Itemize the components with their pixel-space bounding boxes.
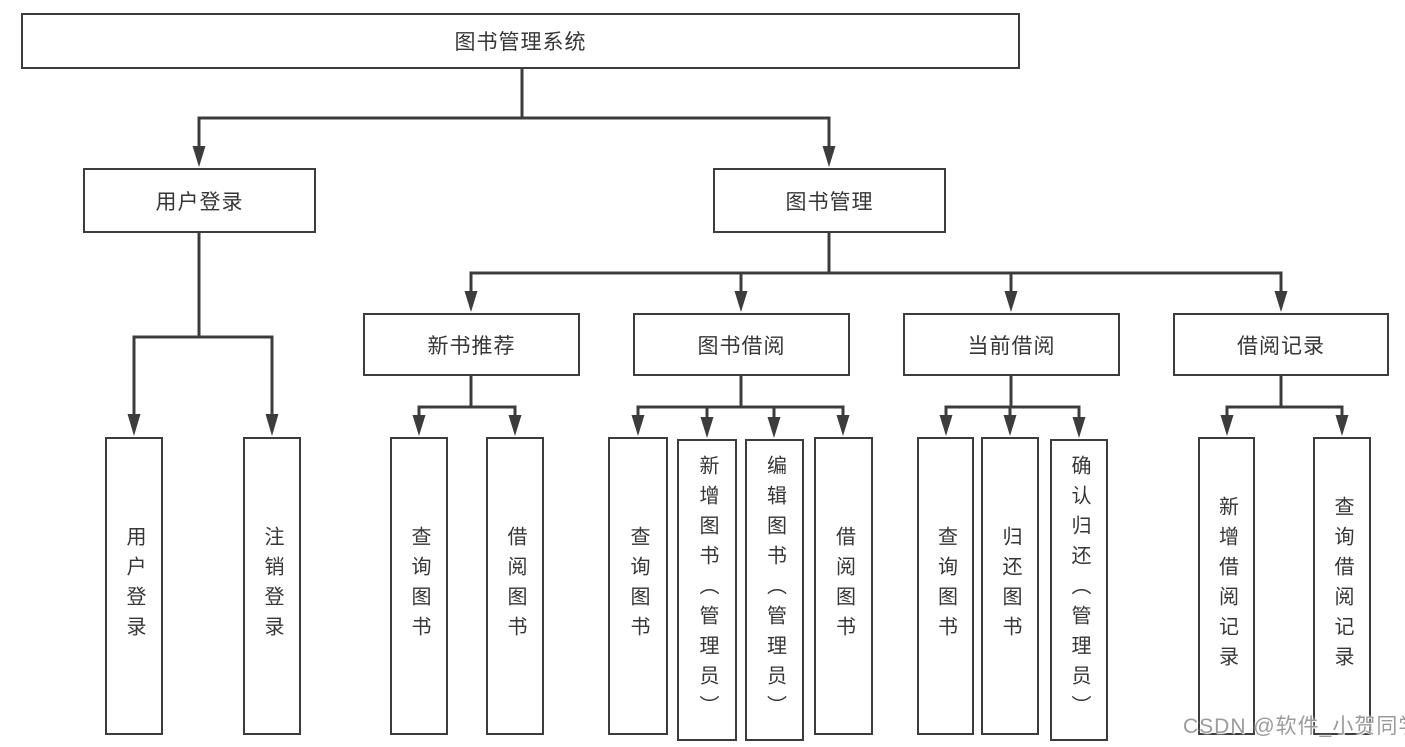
connector-current-borrow-children (939, 376, 1086, 438)
leaf-borrow-book: 借阅图书 (814, 437, 873, 735)
leaf-add-borrow-record: 新增借阅记录 (1198, 437, 1255, 735)
leaf-edit-book-admin: 编辑图书（管理员） (745, 439, 804, 741)
connector-root-to-level2 (192, 67, 836, 167)
node-root-system: 图书管理系统 (21, 13, 1020, 69)
node-book-borrow: 图书借阅 (633, 313, 850, 376)
connector-borrow-records-children (1220, 376, 1349, 436)
leaf-logout: 注销登录 (243, 437, 301, 735)
connector-book-mgmt-sections (464, 233, 1288, 312)
connector-user-login-children (127, 233, 279, 436)
connector-book-borrow-children (631, 376, 850, 438)
csdn-watermark: CSDN @软件_小贺同学 (1183, 715, 1405, 738)
leaf-user-login: 用户登录 (105, 437, 163, 735)
connector-new-book-children (412, 376, 522, 436)
leaf-query-book-borrow: 查询图书 (608, 437, 668, 735)
leaf-confirm-return-admin: 确认归还（管理员） (1050, 439, 1108, 741)
leaf-return-book: 归还图书 (981, 437, 1039, 735)
node-current-borrow: 当前借阅 (903, 313, 1120, 376)
leaf-borrow-book-recommend: 借阅图书 (486, 437, 544, 735)
node-borrow-records: 借阅记录 (1173, 313, 1389, 376)
leaf-query-book-recommend: 查询图书 (390, 437, 448, 735)
leaf-query-book-current: 查询图书 (917, 437, 974, 735)
node-user-login: 用户登录 (83, 168, 316, 233)
leaf-query-borrow-record: 查询借阅记录 (1313, 437, 1371, 735)
node-new-book-recommend: 新书推荐 (363, 313, 580, 376)
leaf-add-book-admin: 新增图书（管理员） (677, 439, 737, 741)
node-book-management: 图书管理 (713, 168, 946, 233)
